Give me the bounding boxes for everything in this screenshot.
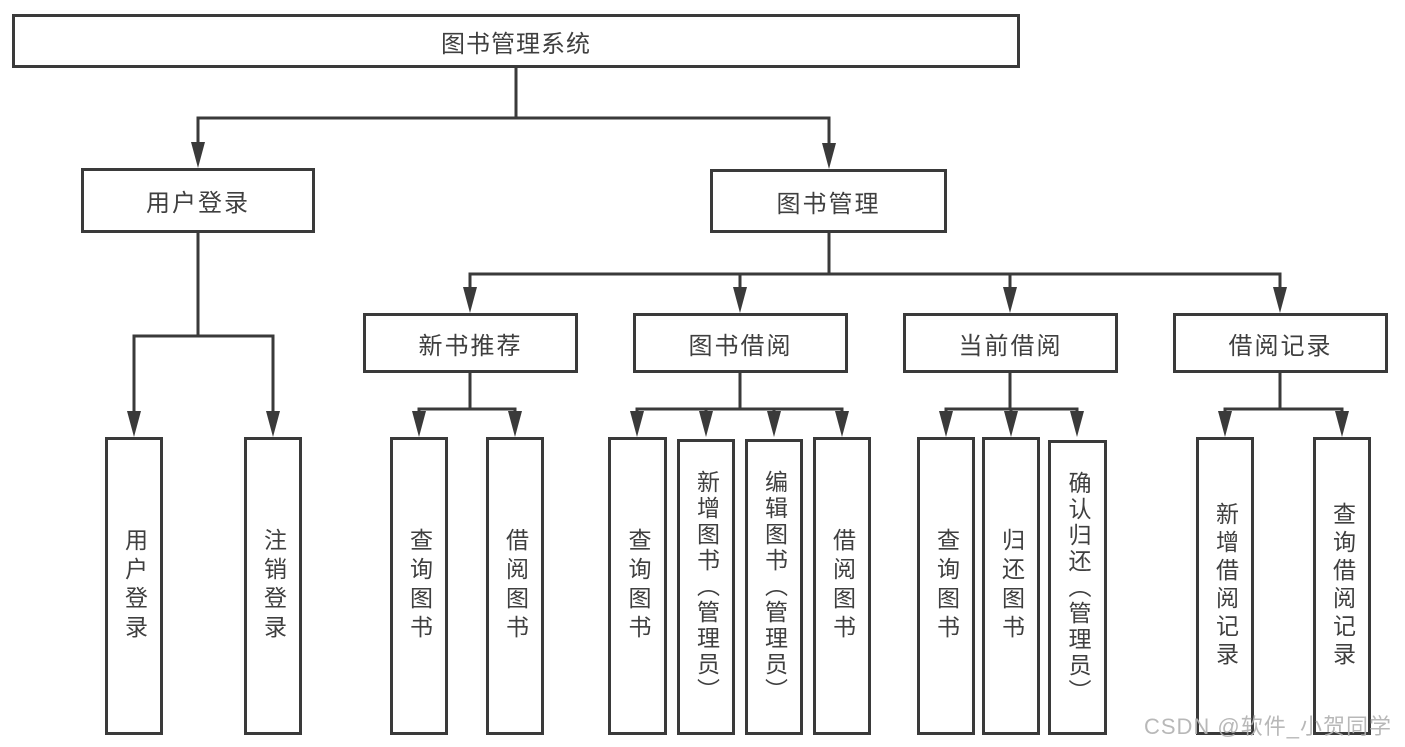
node-new-book-recommend: 新书推荐 bbox=[363, 313, 578, 373]
node-label: 用户登录 bbox=[121, 528, 148, 644]
node-label: 图书管理系统 bbox=[441, 30, 591, 58]
node-label: 图书借阅 bbox=[688, 332, 793, 360]
leaf-add-borrow-record: 新增借阅记录 bbox=[1196, 437, 1254, 735]
node-label: 借阅记录 bbox=[1228, 332, 1333, 360]
node-book-management: 图书管理 bbox=[710, 169, 947, 233]
leaf-edit-book-admin: 编辑图书（管理员） bbox=[745, 439, 803, 735]
node-label: 用户登录 bbox=[146, 190, 250, 217]
node-library-management-system: 图书管理系统 bbox=[12, 14, 1020, 68]
node-borrowing-records: 借阅记录 bbox=[1173, 313, 1388, 373]
node-label: 新增图书（管理员） bbox=[693, 470, 720, 704]
leaf-user-login: 用户登录 bbox=[105, 437, 163, 735]
leaf-confirm-return-admin: 确认归还（管理员） bbox=[1048, 440, 1107, 735]
leaf-query-books-recommend: 查询图书 bbox=[390, 437, 448, 735]
leaf-borrow-books-borrowing: 借阅图书 bbox=[813, 437, 871, 735]
watermark-csdn: CSDN @软件_小贺同学 bbox=[1143, 714, 1392, 739]
node-label: 新书推荐 bbox=[418, 332, 523, 360]
node-label: 查询借阅记录 bbox=[1329, 502, 1356, 670]
leaf-query-books-borrowing: 查询图书 bbox=[608, 437, 667, 735]
node-label: 归还图书 bbox=[998, 528, 1025, 644]
leaf-borrow-books-recommend: 借阅图书 bbox=[486, 437, 544, 735]
leaf-return-book: 归还图书 bbox=[982, 437, 1040, 735]
leaf-add-book-admin: 新增图书（管理员） bbox=[677, 439, 735, 735]
node-label: 查询图书 bbox=[625, 528, 651, 644]
leaf-query-books-current: 查询图书 bbox=[917, 437, 975, 735]
node-book-borrowing: 图书借阅 bbox=[633, 313, 848, 373]
node-current-borrowing: 当前借阅 bbox=[903, 313, 1118, 373]
node-label: 编辑图书（管理员） bbox=[761, 470, 788, 704]
node-label: 当前借阅 bbox=[958, 332, 1063, 360]
node-label: 注销登录 bbox=[260, 528, 287, 644]
node-label: 查询图书 bbox=[933, 528, 960, 644]
node-label: 确认归还（管理员） bbox=[1065, 470, 1091, 705]
node-label: 图书管理 bbox=[776, 190, 881, 218]
node-user-login: 用户登录 bbox=[81, 168, 315, 233]
leaf-logout: 注销登录 bbox=[244, 437, 302, 735]
node-label: 查询图书 bbox=[406, 528, 433, 644]
node-label: 借阅图书 bbox=[502, 528, 529, 644]
node-label: 借阅图书 bbox=[829, 528, 856, 644]
node-label: 新增借阅记录 bbox=[1212, 502, 1239, 670]
leaf-query-borrow-record: 查询借阅记录 bbox=[1313, 437, 1371, 735]
